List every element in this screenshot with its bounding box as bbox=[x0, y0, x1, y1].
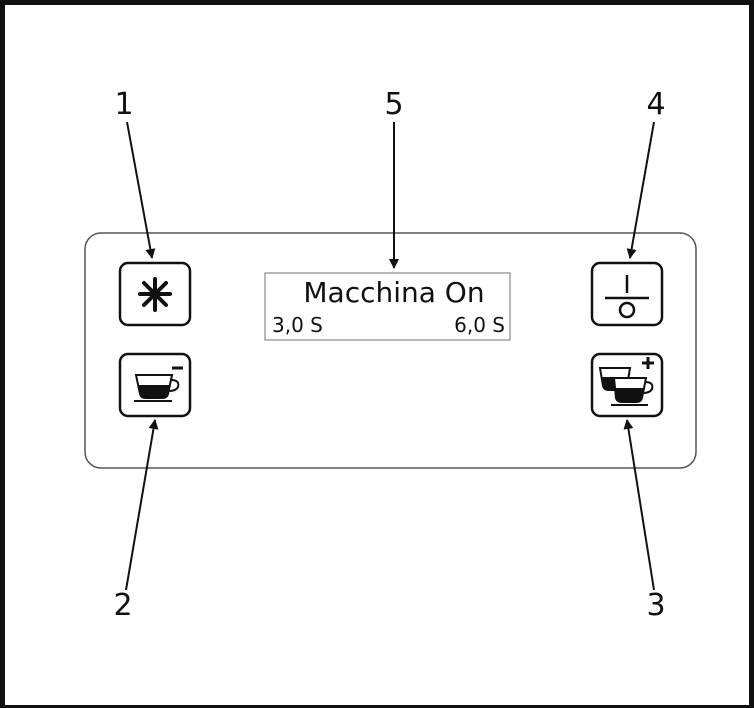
callout-4: 4 bbox=[646, 87, 665, 122]
button-3-double-cup[interactable] bbox=[590, 352, 664, 418]
power-icon bbox=[605, 275, 649, 319]
callout-2: 2 bbox=[113, 588, 132, 623]
button-4-power[interactable] bbox=[590, 261, 664, 327]
single-cup-minus-icon bbox=[134, 366, 183, 402]
display-line-1: Macchina On bbox=[303, 276, 484, 309]
display-line-2-left: 3,0 S bbox=[272, 313, 323, 337]
button-2-single-cup[interactable] bbox=[118, 352, 192, 418]
arrow-3 bbox=[623, 419, 655, 591]
arrow-2 bbox=[125, 419, 159, 591]
arrow-4 bbox=[626, 121, 655, 259]
display-line-2-right: 6,0 S bbox=[454, 313, 505, 337]
arrow-1 bbox=[126, 121, 156, 259]
callout-1: 1 bbox=[114, 87, 133, 122]
callout-3: 3 bbox=[646, 588, 665, 623]
button-1-asterisk[interactable] bbox=[118, 261, 192, 327]
control-panel bbox=[84, 232, 697, 469]
asterisk-icon bbox=[138, 277, 172, 312]
lcd-display: Macchina On 3,0 S 6,0 S bbox=[264, 272, 511, 341]
callout-5: 5 bbox=[384, 87, 403, 122]
double-cup-plus-icon bbox=[598, 357, 654, 406]
